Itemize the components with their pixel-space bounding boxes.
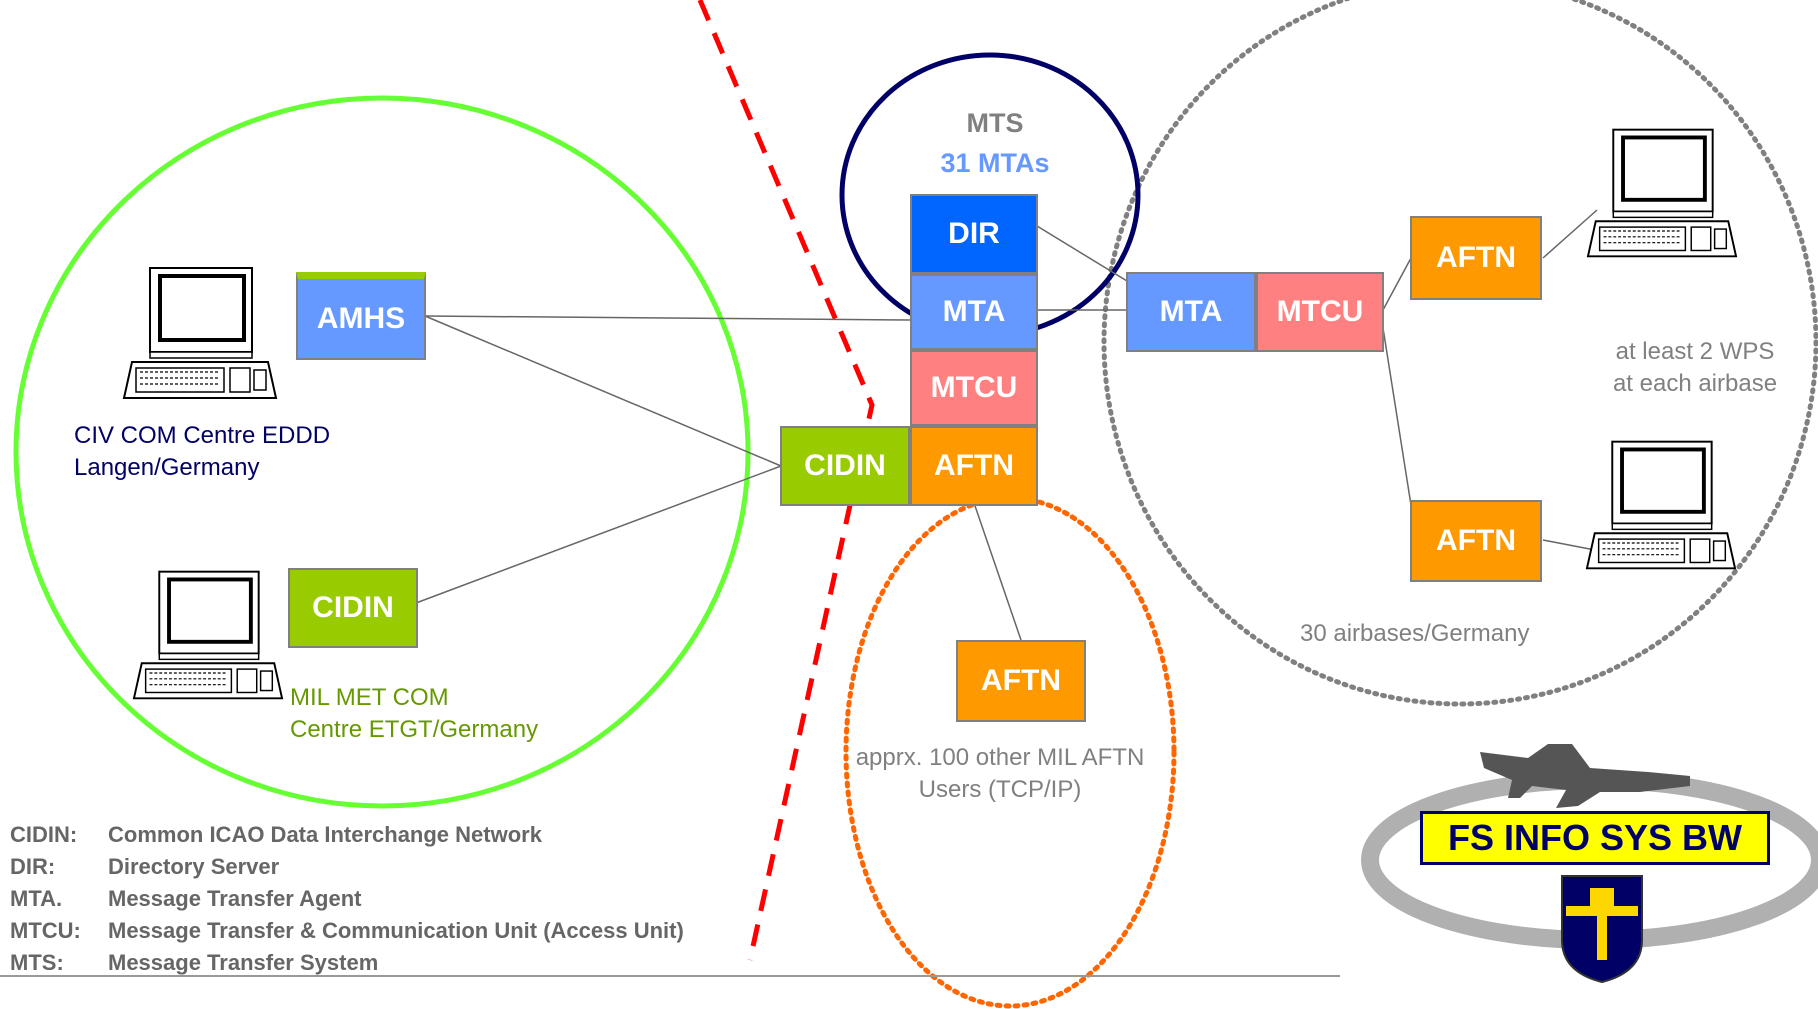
link-aftn-top-pc — [1542, 209, 1598, 259]
mts-count: 31 MTAs — [940, 148, 1050, 178]
legend-abbr: DIR: — [10, 854, 56, 879]
mil-centre-label-line1: MIL MET COM — [290, 684, 449, 711]
legend-desc: Message Transfer System — [108, 950, 379, 975]
link-amhs-cidin — [424, 315, 782, 467]
left-cidin-box: CIDIN — [288, 568, 418, 648]
legend-desc: Directory Server — [108, 854, 280, 879]
center-cidin-box: CIDIN — [780, 426, 910, 506]
right-aftn-top-box: AFTN — [1410, 216, 1542, 300]
other-users-dotted-ellipse — [843, 495, 1177, 1009]
other-users-label-line1: apprx. 100 other MIL AFTN — [855, 744, 1145, 771]
legend-desc: Common ICAO Data Interchange Network — [108, 822, 542, 847]
airbases-label: 30 airbases/Germany — [1300, 620, 1530, 647]
legend-desc: Message Transfer Agent — [108, 886, 362, 911]
mts-title: MTS — [966, 108, 1024, 138]
airbases-dotted-circle — [1101, 0, 1818, 707]
wps-label-line1: at least 2 WPS — [1615, 338, 1775, 365]
link-cidin-left-cidin — [415, 465, 782, 604]
link-dir-right-mta — [1036, 225, 1128, 282]
civ-centre-label-line1: CIV COM Centre EDDD — [74, 422, 331, 449]
mil-centre-label-line2: Centre ETGT/Germany — [290, 716, 539, 743]
right-mta-box: MTA — [1126, 272, 1256, 352]
legend-abbr: CIDIN: — [10, 822, 78, 847]
center-mta-box: MTA — [910, 274, 1038, 350]
link-amhs-mta — [424, 315, 912, 321]
legend-row-dir: DIR: Directory Server — [10, 854, 279, 880]
shield-tower-icon — [1590, 888, 1614, 906]
right-mtcu-box: MTCU — [1256, 272, 1384, 352]
dir-box: DIR — [910, 194, 1038, 274]
computer-workstation-icon — [132, 565, 284, 705]
legend-abbr: MTS: — [10, 950, 64, 975]
other-users-aftn-box: AFTN — [956, 640, 1086, 722]
right-aftn-bottom-box: AFTN — [1410, 500, 1542, 582]
connection-lines — [415, 209, 1598, 641]
center-mtcu-box: MTCU — [910, 350, 1038, 426]
link-mtcu-aftn-bottom — [1382, 327, 1412, 506]
link-aftn-center-users — [972, 499, 1022, 641]
legend-abbr: MTA. — [10, 886, 63, 911]
amhs-box: AMHS — [296, 272, 426, 360]
wps-label-line2: at each airbase — [1612, 370, 1778, 397]
logo-banner: FS INFO SYS BW — [1420, 811, 1770, 865]
legend-row-cidin: CIDIN: Common ICAO Data Interchange Netwo… — [10, 822, 542, 848]
computer-workstation-icon — [122, 262, 278, 404]
jet-silhouette-icon — [1480, 744, 1690, 808]
other-users-label-line2: Users (TCP/IP) — [918, 776, 1082, 803]
civ-mil-boundary-dashed-line — [697, 0, 875, 961]
legend-row-mts: MTS: Message Transfer System — [10, 950, 378, 976]
computer-workstation-icon — [1585, 430, 1737, 580]
link-mtcu-aftn-top — [1382, 257, 1412, 311]
link-aftn-bottom-pc — [1542, 539, 1596, 551]
legend-abbr: MTCU: — [10, 918, 81, 943]
computer-workstation-icon — [1586, 118, 1738, 268]
civ-centre-label-line2: Langen/Germany — [74, 454, 260, 481]
legend-row-mtcu: MTCU: Message Transfer & Communication Un… — [10, 918, 684, 944]
center-aftn-box: AFTN — [910, 426, 1038, 506]
legend-desc: Message Transfer & Communication Unit (A… — [108, 918, 684, 943]
legend-row-mta: MTA. Message Transfer Agent — [10, 886, 362, 912]
